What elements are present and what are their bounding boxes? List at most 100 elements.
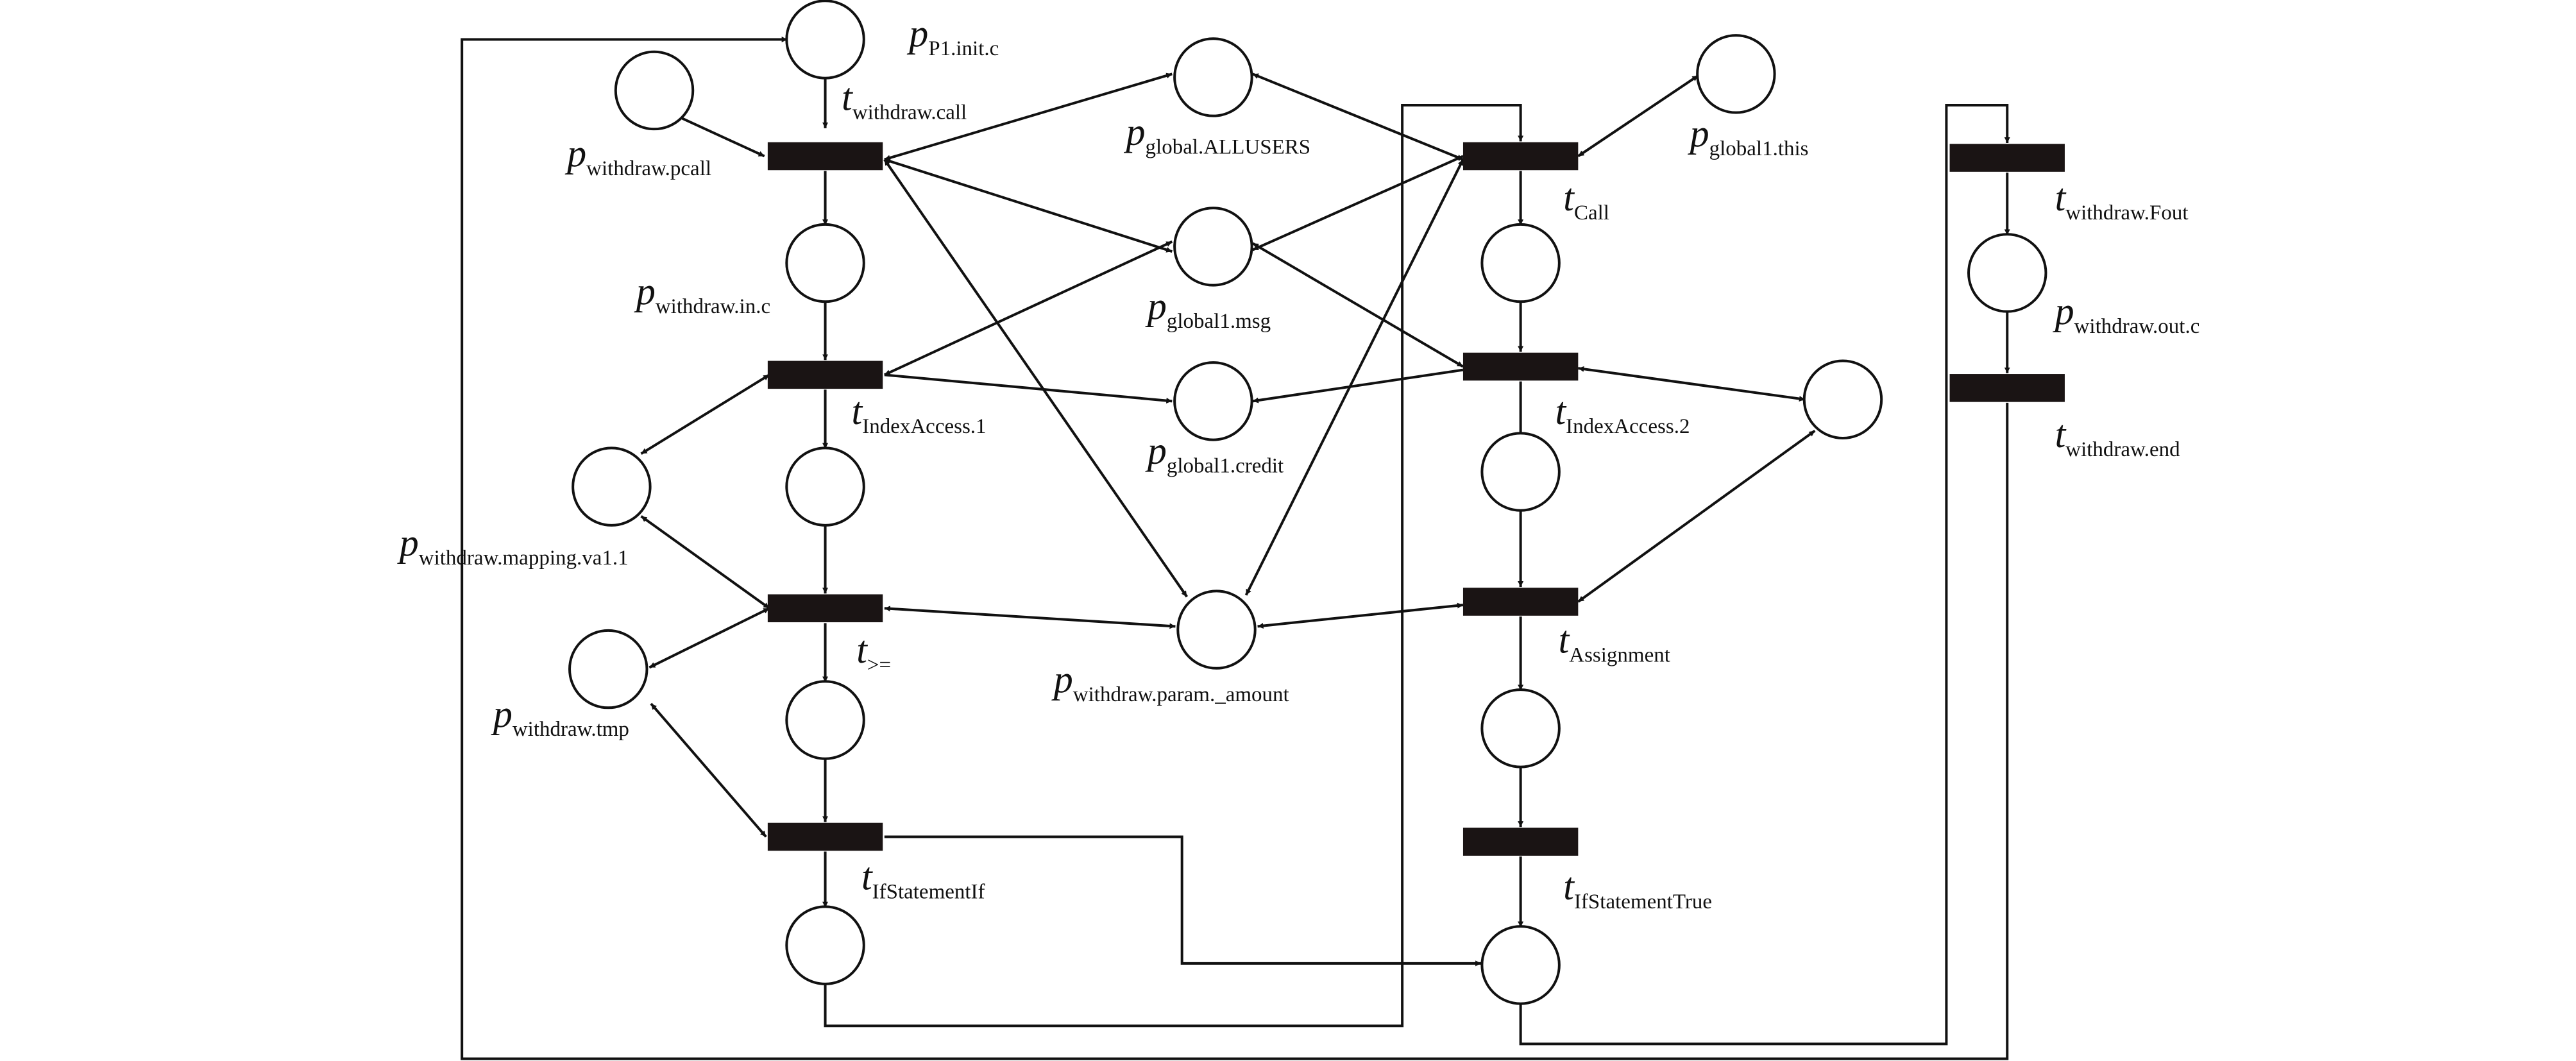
arc	[640, 515, 770, 609]
label-subscript: withdraw.in.c	[656, 295, 770, 318]
place-p-r3	[1480, 432, 1561, 512]
arc	[1251, 242, 1464, 368]
transition-t-ifif	[767, 822, 883, 851]
label-t-assign: tAssignment	[1559, 618, 1670, 666]
label-letter: t	[1559, 618, 1570, 661]
label-t-ia2: tIndexAccess.2	[1555, 390, 1690, 438]
label-letter: t	[1563, 176, 1575, 219]
transition-t-ia2	[1462, 352, 1579, 381]
arc	[1252, 368, 1464, 403]
label-p-init: pP1.init.c	[906, 12, 999, 60]
transition-t-fout	[1949, 144, 2065, 172]
label-subscript: >=	[867, 654, 891, 677]
arc	[681, 117, 765, 158]
transition-t-ge	[767, 594, 883, 623]
label-letter: t	[1555, 390, 1566, 432]
label-subscript: global.ALLUSERS	[1146, 136, 1311, 159]
transition-t-Call	[1462, 142, 1579, 171]
label-t-iftrue: tIfStatementTrue	[1563, 865, 1712, 913]
place-p-tmp	[568, 629, 648, 709]
label-subscript: withdraw.param._amount	[1073, 683, 1289, 706]
label-t-fout: twithdraw.Fout	[2055, 176, 2189, 225]
place-p-msg	[1173, 207, 1253, 287]
arc	[883, 240, 1173, 377]
place-p-l5	[785, 905, 865, 985]
label-letter: p	[1051, 658, 1073, 700]
label-letter: t	[2055, 176, 2067, 219]
label-p-credit: pglobal1.credit	[1145, 430, 1284, 478]
transition-t-assign	[1462, 588, 1579, 616]
arc	[1577, 429, 1816, 603]
label-letter: p	[1124, 111, 1146, 153]
place-p-pcall	[614, 50, 695, 131]
label-t-ia1: tIndexAccess.1	[852, 390, 987, 438]
place-p-amount	[1176, 590, 1257, 670]
label-letter: t	[852, 390, 863, 432]
label-letter: t	[1563, 865, 1575, 908]
arc	[884, 72, 1173, 161]
routed-arc	[824, 104, 1524, 1028]
label-subscript: global1.this	[1709, 137, 1809, 160]
label-letter: p	[1688, 112, 1709, 155]
label-letter: t	[861, 856, 873, 898]
routed-arc	[461, 37, 2009, 1060]
arc	[884, 373, 1173, 403]
place-p-mapping	[572, 446, 652, 527]
label-letter: p	[1145, 285, 1167, 327]
nodes-layer	[568, 0, 2065, 1005]
label-p-this: pglobal1.this	[1688, 112, 1809, 160]
label-subscript: withdraw.call	[852, 101, 967, 124]
label-subscript: global1.credit	[1167, 455, 1284, 478]
transition-t-ia1	[767, 361, 883, 389]
label-subscript: Call	[1574, 201, 1609, 225]
label-letter: t	[842, 76, 853, 119]
arc	[1257, 602, 1464, 629]
label-p-tmp: pwithdraw.tmp	[491, 693, 629, 741]
label-letter: p	[906, 12, 928, 55]
label-subscript: withdraw.tmp	[513, 718, 629, 741]
transition-t-end	[1949, 374, 2065, 402]
label-subscript: IndexAccess.2	[1566, 415, 1690, 438]
arc	[884, 158, 1173, 253]
place-p-l4	[785, 680, 865, 760]
place-p-l3	[785, 446, 865, 527]
place-p-r2	[1480, 223, 1561, 303]
arc	[640, 373, 770, 455]
label-p-pcall: pwithdraw.pcall	[564, 132, 711, 180]
label-subscript: IfStatementIf	[872, 881, 985, 904]
label-subscript: Assignment	[1569, 643, 1670, 666]
place-p-r4	[1480, 688, 1561, 768]
arc	[883, 158, 1189, 598]
label-t-ge: t>=	[856, 629, 891, 677]
place-p-allusers	[1173, 37, 1253, 117]
arcs-layer	[461, 37, 2010, 1060]
routed-arc	[884, 835, 1482, 967]
place-p-r5	[1480, 925, 1561, 1005]
label-subscript: P1.init.c	[928, 37, 999, 60]
label-t-call: twithdraw.call	[842, 76, 967, 124]
transition-t-call	[767, 142, 883, 171]
label-p-msg: pglobal1.msg	[1145, 285, 1271, 333]
arc	[650, 702, 767, 838]
place-p-credit	[1173, 361, 1253, 441]
label-t-Call: tCall	[1563, 176, 1609, 225]
arc	[1244, 158, 1464, 596]
place-p-this	[1696, 34, 1776, 114]
label-letter: t	[2055, 413, 2067, 455]
label-subscript: withdraw.mapping.va1.1	[419, 547, 629, 570]
label-subscript: IfStatementTrue	[1574, 890, 1712, 913]
label-subscript: withdraw.pcall	[586, 157, 711, 180]
label-letter: p	[1145, 430, 1167, 472]
label-subscript: withdraw.end	[2065, 438, 2180, 461]
arc	[1577, 74, 1699, 158]
label-subscript: withdraw.out.c	[2074, 315, 2200, 338]
label-subscript: IndexAccess.1	[862, 415, 986, 438]
labels-layer: pP1.init.cpwithdraw.pcallpwithdraw.in.cp…	[397, 12, 2200, 913]
place-p-outc	[1967, 233, 2047, 313]
label-p-inc: pwithdraw.in.c	[634, 270, 770, 318]
label-p-allusers: pglobal.ALLUSERS	[1124, 111, 1311, 159]
label-letter: p	[634, 270, 656, 312]
label-letter: t	[856, 629, 868, 671]
label-t-end: twithdraw.end	[2055, 413, 2181, 461]
